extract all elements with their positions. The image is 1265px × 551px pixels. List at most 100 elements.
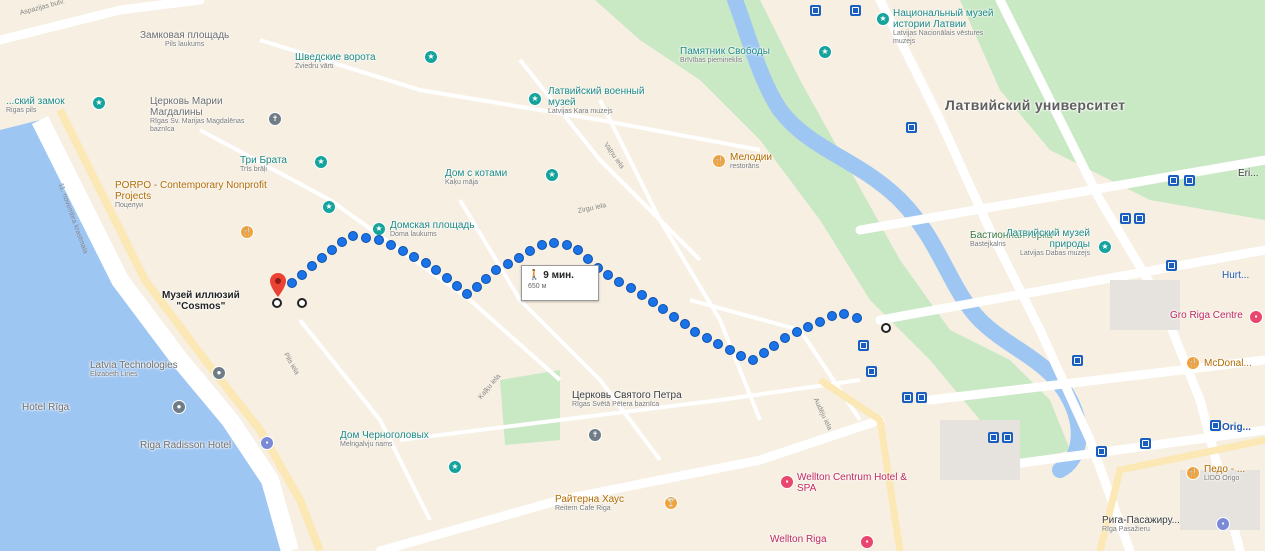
hotel-riga-pin[interactable]: ● <box>172 400 186 414</box>
route-dot <box>747 355 758 366</box>
pedo-pin[interactable]: 🍴 <box>1186 466 1200 480</box>
blackheads-pin[interactable]: ★ <box>448 460 462 474</box>
route-duration: 🚶 9 мин. <box>528 270 574 281</box>
history-museum-pin[interactable]: ★ <box>876 12 890 26</box>
church-mary-pin[interactable]: ✝ <box>268 112 282 126</box>
hotel-label: Wellton Centrum Hotel & SPA <box>797 472 907 494</box>
river-view-pin[interactable]: ▪ <box>260 436 274 450</box>
three-brothers-pin[interactable]: ★ <box>314 155 328 169</box>
route-dot <box>679 319 690 330</box>
route-dot <box>525 246 536 257</box>
gate-pin[interactable]: ★ <box>424 50 438 64</box>
peter-church-pin[interactable]: ✝ <box>588 428 602 442</box>
route-dot <box>397 245 408 256</box>
star-icon: ★ <box>317 157 325 166</box>
route-dot <box>827 311 838 322</box>
restaurant-pin[interactable]: 🍸 <box>664 496 678 510</box>
castle-pin[interactable]: ★ <box>92 96 106 110</box>
wellton-riga-pin[interactable]: ▪ <box>860 535 874 549</box>
route-info-box[interactable]: 🚶 9 мин. 650 м <box>521 265 599 301</box>
extra-attraction-pin[interactable]: ★ <box>322 200 336 214</box>
route-dot <box>306 261 317 272</box>
transit-stop-icon[interactable] <box>810 5 821 16</box>
transit-stop-icon[interactable] <box>988 432 999 443</box>
route-dot <box>603 269 614 280</box>
route-dot <box>736 350 747 361</box>
transit-stop-icon[interactable] <box>916 392 927 403</box>
bed-icon: ▪ <box>785 477 789 486</box>
dome-square-pin[interactable]: ★ <box>372 222 386 236</box>
transit-stop-icon[interactable] <box>1134 213 1145 224</box>
war-museum-pin[interactable]: ★ <box>528 92 542 106</box>
route-dot <box>548 238 559 249</box>
cat-house-pin[interactable]: ★ <box>545 168 559 182</box>
esplanade-park <box>960 0 1265 220</box>
transit-stop-icon[interactable] <box>1140 438 1151 449</box>
transit-stop-icon[interactable] <box>906 122 917 133</box>
route-dot <box>701 333 712 344</box>
riga-station-pin[interactable]: ▪ <box>1216 517 1230 531</box>
transit-stop-icon[interactable] <box>850 5 861 16</box>
route-dot <box>851 313 862 324</box>
route-dot <box>409 251 420 262</box>
mcdonalds-pin[interactable]: 🍴 <box>1186 356 1200 370</box>
origo-label: Orig... <box>1222 422 1251 433</box>
transit-stop-icon[interactable] <box>1096 446 1107 457</box>
transit-stop-icon[interactable] <box>1184 175 1195 186</box>
natural-museum-pin[interactable]: ★ <box>1098 240 1112 254</box>
bastion-park <box>595 0 1070 470</box>
route-dot <box>348 231 359 242</box>
star-icon: ★ <box>451 462 459 471</box>
route-dot <box>316 253 327 264</box>
cocktail-icon: 🍸 <box>666 498 676 507</box>
bed-icon: ▪ <box>865 537 869 546</box>
route-start-point[interactable] <box>297 298 307 308</box>
transit-stop-icon[interactable] <box>1210 420 1221 431</box>
route-distance: 650 м <box>528 283 547 290</box>
route-dot <box>337 236 348 247</box>
transit-stop-icon[interactable] <box>1072 355 1083 366</box>
route-dot <box>491 264 502 275</box>
hotel-pin[interactable]: ▪ <box>780 475 794 489</box>
route-dot <box>374 235 385 246</box>
origo-centre-pin[interactable]: ▪ <box>1249 310 1263 324</box>
transit-stop-icon[interactable] <box>858 340 869 351</box>
star-icon: ★ <box>531 94 539 103</box>
route-dot <box>573 245 584 256</box>
route-dot <box>647 296 658 307</box>
transit-stop-icon[interactable] <box>866 366 877 377</box>
route-dot <box>803 321 814 332</box>
route-dot <box>625 283 636 294</box>
transit-stop-icon[interactable] <box>902 392 913 403</box>
transit-stop-icon[interactable] <box>1168 175 1179 186</box>
route-dot <box>461 289 472 300</box>
route-dot <box>815 316 826 327</box>
fork-knife-icon: 🍴 <box>1188 358 1198 367</box>
star-icon: ★ <box>375 224 383 233</box>
fork-knife-icon: 🍴 <box>242 227 252 236</box>
liberty-pin[interactable]: ★ <box>818 45 832 59</box>
route-end-point[interactable] <box>881 323 891 333</box>
train-icon: ▪ <box>1221 519 1225 528</box>
star-icon: ★ <box>548 170 556 179</box>
route-dot <box>839 309 850 320</box>
technologies-pin[interactable]: ● <box>212 366 226 380</box>
transit-stop-icon[interactable] <box>1166 260 1177 271</box>
transit-stop-icon[interactable] <box>1120 213 1131 224</box>
transit-stop-icon[interactable] <box>1002 432 1013 443</box>
cafe-pin[interactable]: 🍴 <box>712 154 726 168</box>
destination-marker-icon[interactable] <box>270 273 286 297</box>
route-dot <box>431 265 442 275</box>
route-dot <box>296 269 307 280</box>
contemporary-pin[interactable]: 🍴 <box>240 225 254 239</box>
